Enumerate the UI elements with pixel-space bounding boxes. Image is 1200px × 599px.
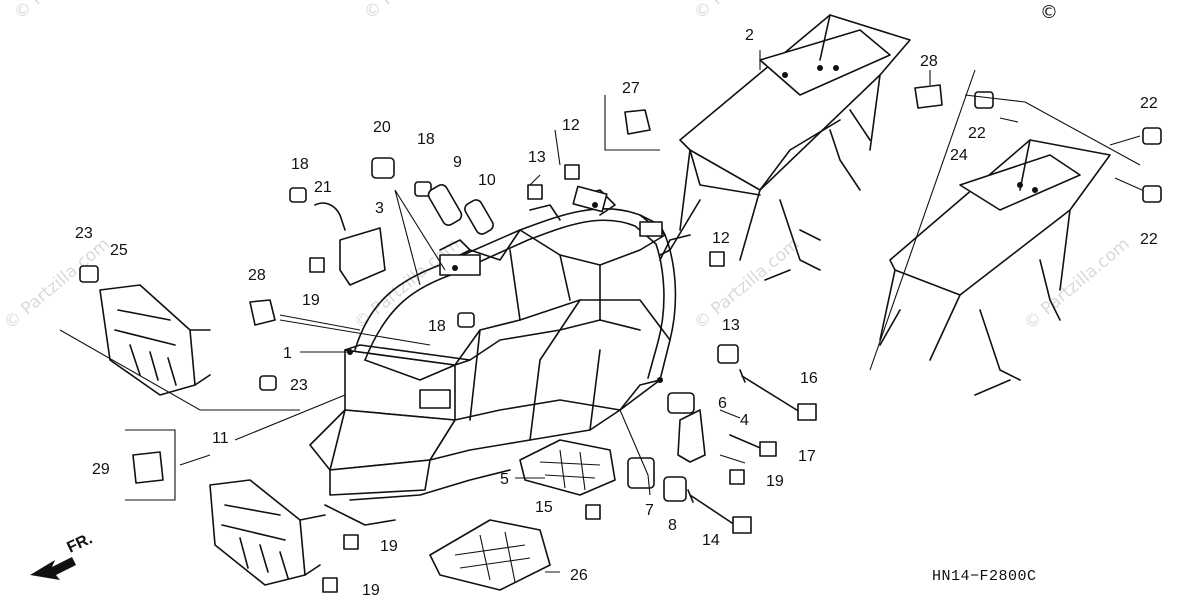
callout-22c: 22: [1140, 231, 1158, 248]
callout-29: 29: [92, 461, 110, 478]
callout-9: 9: [453, 154, 462, 171]
callout-13a: 13: [528, 149, 546, 166]
front-bumper-lower: [209, 479, 326, 586]
watermark: © Partzilla.com: [690, 234, 803, 334]
callout-4: 4: [740, 412, 749, 429]
callout-11: 11: [212, 430, 229, 447]
callout-21: 21: [314, 179, 332, 196]
callout-19b: 19: [766, 473, 784, 490]
skid-plate-5: [519, 439, 616, 496]
callout-18b: 18: [417, 131, 435, 148]
callout-2: 2: [745, 27, 754, 44]
rear-rubber-mounts: [974, 91, 1162, 203]
drawing-code: HN14−F2800C: [932, 568, 1037, 585]
rear-carrier-alt: [879, 139, 1111, 396]
callout-8: 8: [668, 517, 677, 534]
direction-label: FR.: [65, 530, 96, 556]
callout-18a: 18: [291, 156, 309, 173]
callout-17: 17: [798, 448, 816, 465]
callout-19c: 19: [380, 538, 398, 555]
watermark: © Partzilla.com: [690, 0, 803, 24]
callout-1: 1: [283, 345, 292, 362]
callout-14: 14: [702, 532, 720, 549]
callout-10: 10: [478, 172, 496, 189]
watermark: © Partzilla.com: [1020, 234, 1133, 334]
watermark: © Partzilla.com: [10, 0, 123, 24]
rear-carrier: [659, 14, 911, 281]
callout-28a: 28: [248, 267, 266, 284]
watermark: © Partzilla.com: [360, 0, 473, 24]
callout-23a: 23: [75, 225, 93, 242]
callout-13b: 13: [722, 317, 740, 334]
front-bumper-upper: [79, 265, 211, 396]
callout-5: 5: [500, 471, 509, 488]
callout-7: 7: [645, 502, 654, 519]
leader-lines: [59, 50, 1141, 573]
callout-23b: 23: [290, 377, 308, 394]
main-frame: [309, 185, 677, 526]
skid-plate-26: [429, 519, 551, 591]
callout-25: 25: [110, 242, 128, 259]
callout-6: 6: [718, 395, 727, 412]
callout-22a: 22: [1140, 95, 1158, 112]
callout-18c: 18: [428, 318, 446, 335]
callout-24: 24: [950, 147, 968, 164]
small-parts: [132, 84, 943, 593]
callout-16: 16: [800, 370, 818, 387]
callout-27: 27: [622, 80, 640, 97]
callout-3: 3: [375, 200, 384, 217]
callout-12a: 12: [562, 117, 580, 134]
callout-15: 15: [535, 499, 553, 516]
callouts: 1 2 3 4 5 6 7 8 9 10 11 12 12 13 13 14 1…: [75, 27, 1158, 599]
copyright-mark: ©: [1040, 2, 1058, 23]
callout-28b: 28: [920, 53, 938, 70]
callout-19a: 19: [302, 292, 320, 309]
callout-20: 20: [373, 119, 391, 136]
callout-22b: 22: [968, 125, 986, 142]
callout-12b: 12: [712, 230, 730, 247]
callout-19d: 19: [362, 582, 380, 599]
front-direction-arrow: FR.: [30, 530, 95, 580]
callout-26: 26: [570, 567, 588, 584]
watermark: © Partzilla.com: [0, 234, 113, 334]
